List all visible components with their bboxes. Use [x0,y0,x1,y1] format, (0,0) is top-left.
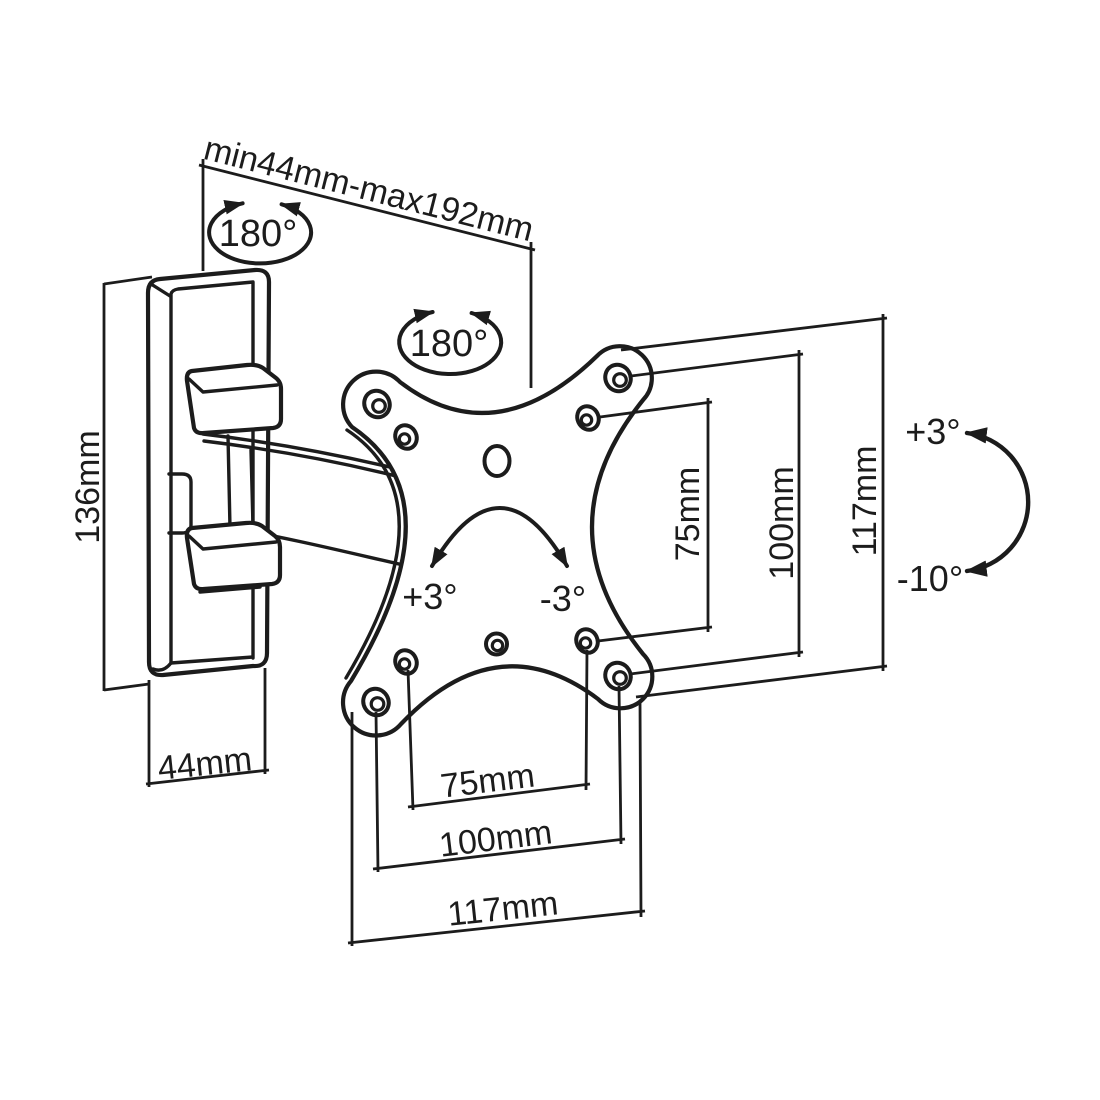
hole-75-bottom-left-inner [397,657,412,671]
arm-clevis-fold [249,448,255,528]
dim-100-horizontal [372,685,626,873]
dim-extension-line [198,159,536,388]
hole-outer-bottom-right [603,660,633,692]
swivel-arm [201,432,414,569]
dim-117-vertical [620,314,888,699]
hinge-block-bottom [184,520,283,592]
swivel-wall-arrow [207,200,314,266]
hole-center-bottom-inner [490,638,505,653]
hinge-block-bottom-lip [198,585,262,594]
dim-117-horizontal [347,699,646,946]
hole-75-top-right-inner [579,413,594,427]
tilt-arrow [964,427,1031,577]
label-level-minus: -3° [540,578,586,619]
wall-plate-bottom-bevel [151,661,173,672]
hole-center-bottom [484,631,509,657]
vesa-plate-thickness-line [344,428,401,680]
dim-136-line [102,275,153,692]
label-vesa-height-100: 100mm [763,466,801,579]
vesa-corner-holes [361,362,633,718]
vesa-75-holes [393,404,601,676]
hole-outer-bottom-left [361,686,391,718]
label-vesa-height-75: 75mm [669,467,707,561]
label-swivel-vesa: 180° [410,323,489,365]
level-adjust-arrow [430,506,569,568]
wall-plate-top-bevel [149,280,255,665]
label-wall-plate-height: 136mm [69,430,107,543]
hinge-block-bottom-bevel [187,534,278,551]
label-swivel-wall: 180° [219,213,298,255]
label-plate-height-117: 117mm [846,446,884,557]
vesa-plate [340,344,655,738]
label-level-plus: +3° [402,576,457,617]
dimension-lines [102,159,888,946]
hole-outer-bottom-left-inner [369,696,386,712]
hole-center-top [482,444,512,478]
hole-75-bottom-right-inner [578,636,593,650]
swivel-vesa-arrow [397,308,504,377]
hole-outer-bottom-right-inner [612,670,628,686]
dim-44-line [145,668,270,787]
hole-outer-top-left-inner [371,398,387,414]
hinge-block-top-bevel [187,377,279,394]
label-vesa-width-100: 100mm [437,813,554,865]
dim-75-vertical [597,398,713,643]
arm-clevis-left-edge [226,434,232,530]
rotation-indicators [207,200,1031,577]
label-tilt-down: -10° [897,558,963,599]
hole-outer-top-left [362,388,392,420]
hinge-block-top [184,362,284,436]
hinge-blocks [184,362,284,594]
hole-75-top-left [393,423,419,451]
hole-outer-top-right [603,362,633,394]
hole-75-top-left-inner [397,432,412,446]
label-tilt-up: +3° [905,411,960,452]
hole-outer-top-right-inner [612,372,628,388]
label-plate-width-117: 117mm [446,884,560,933]
label-vesa-width-75: 75mm [438,756,536,805]
dim-100-vertical [629,350,804,676]
hole-75-bottom-left [393,648,419,676]
dim-75-horizontal [406,649,591,811]
label-wall-plate-width: 44mm [156,740,254,788]
hole-75-top-right [575,404,601,432]
hole-75-bottom-right [574,627,600,655]
